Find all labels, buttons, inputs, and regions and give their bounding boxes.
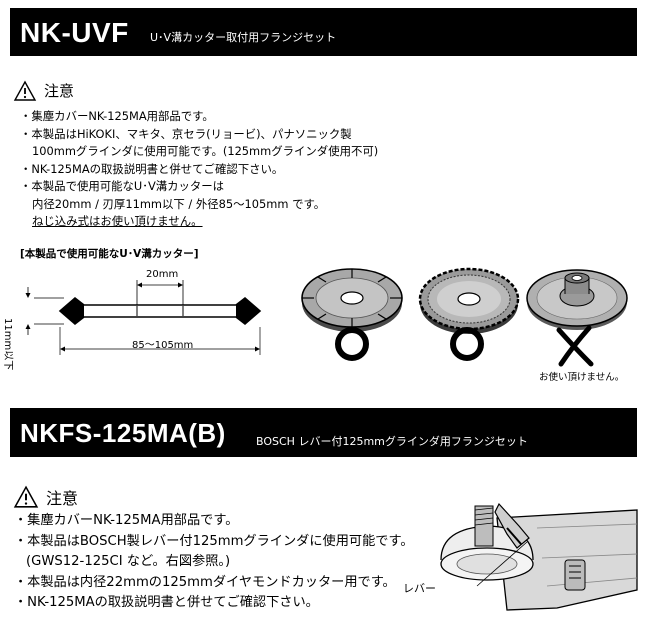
list-item: ・本製品で使用可能なU･V溝カッターは (20, 179, 225, 193)
list-item: ・NK-125MAの取扱説明書と併せてご確認下さい。 (20, 161, 284, 176)
usable-circle-icon (450, 327, 484, 361)
section1-subtitle: U･V溝カッター取付用フランジセット (150, 31, 337, 44)
list-item: ・本製品はHiKOKI、マキタ、京セラ(リョービ)、パナソニック製 (20, 126, 352, 141)
section2-code: NKFS-125MA(B) (20, 418, 226, 448)
dim-outer-label: 85～105mm (132, 340, 194, 351)
list-item: 100mmグラインダに使用可能です。(125mmグラインダ使用不可) (32, 144, 379, 158)
section2-caution: 注意 (13, 485, 79, 509)
not-usable-note: お使い頂けません。 (539, 372, 625, 383)
dim-inner-label: 20mm (146, 269, 179, 280)
warning-icon (13, 485, 39, 508)
section1-caution: 注意 (13, 80, 75, 101)
section1-notes: ・集塵カバーNK-125MA用部品です。 ・本製品はHiKOKI、マキタ、京セラ… (20, 108, 378, 231)
list-item: ・本製品はBOSCH製レバー付125mmグラインダに使用可能です。 (14, 533, 414, 549)
usable-circle-icon (335, 327, 369, 361)
section2-caution-label: 注意 (46, 489, 79, 508)
screw-in-cutter-icon (526, 269, 628, 330)
not-usable-cross-icon (556, 325, 594, 367)
section1-caution-label: 注意 (44, 82, 75, 100)
list-item: ・NK-125MAの取扱説明書と併せてご確認下さい。 (14, 595, 319, 610)
usable-cutter-heading: [本製品で使用可能なU･V溝カッター] (20, 248, 199, 260)
list-item: ・本製品は内径22mmの125mmダイヤモンドカッター用です。 (14, 574, 396, 590)
dim-thickness-label: 11mm以下 (2, 318, 13, 371)
warning-icon (13, 80, 37, 101)
bosch-grinder-illustration (440, 502, 638, 611)
lever-label: レバー (403, 582, 436, 595)
section2-notes: ・集塵カバーNK-125MA用部品です。 ・本製品はBOSCH製レバー付125m… (14, 511, 414, 614)
section2-header: NKFS-125MA(B) BOSCH レバー付125mmグラインダ用フランジセ… (10, 408, 637, 457)
v-groove-cutter-icon (418, 267, 520, 334)
list-item: ねじ込み式はお使い頂けません。 (32, 214, 203, 228)
list-item: ・集塵カバーNK-125MA用部品です。 (20, 109, 214, 123)
blade-cross-section-diagram (25, 280, 262, 355)
section1-header: NK-UVF U･V溝カッター取付用フランジセット (10, 8, 637, 56)
list-item: (GWS12-125CI など。右図参照。) (26, 554, 231, 569)
list-item: ・集塵カバーNK-125MA用部品です。 (14, 513, 239, 528)
list-item: 内径20mm / 刃厚11mm以下 / 外径85～105mm です。 (32, 196, 326, 211)
section2-subtitle: BOSCH レバー付125mmグラインダ用フランジセット (256, 435, 528, 448)
section1-code: NK-UVF (20, 17, 129, 48)
u-groove-cutter-icon (301, 268, 403, 332)
